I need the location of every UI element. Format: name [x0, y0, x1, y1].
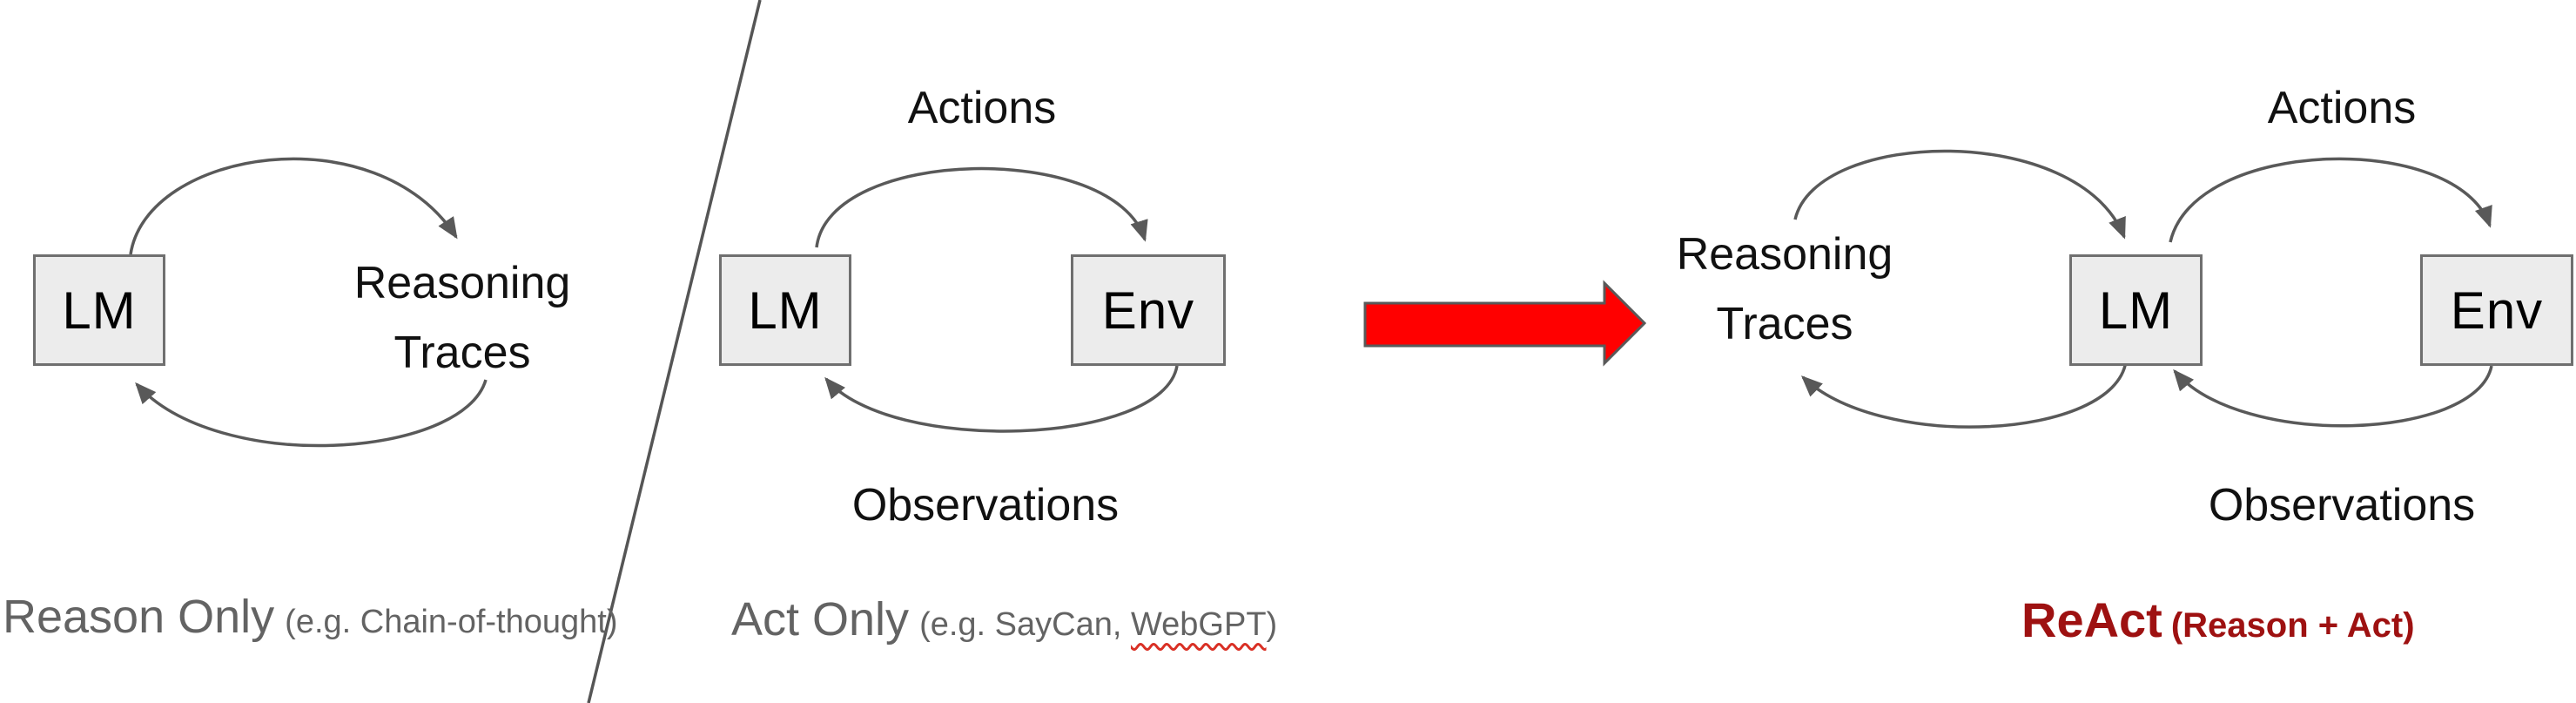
act-only-note-webgpt: WebGPT [1130, 606, 1267, 643]
react-cycle-label: Reasoning Traces [1677, 220, 1893, 359]
act-only-actions-label: Actions [907, 83, 1057, 133]
react-caption-note: (Reason + Act) [2170, 606, 2415, 645]
reason-only-bottom-arc [135, 379, 488, 448]
reason-only-top-arc [129, 157, 458, 255]
act-only-note-suffix: ) [1266, 606, 1278, 643]
reason-only-lm-box: LM [33, 254, 165, 366]
act-only-note-prefix: (e.g. SayCan, [919, 606, 1122, 643]
react-env-box: Env [2420, 254, 2573, 366]
act-only-observations-label: Observations [851, 480, 1120, 531]
act-only-caption-note: (e.g. SayCan, WebGPT) [919, 606, 1277, 643]
react-reasoning-top-arc [1793, 149, 2126, 240]
react-reasoning-label-line2: Traces [1716, 299, 1853, 349]
section-divider-line [587, 0, 762, 703]
react-observations-label: Observations [2208, 480, 2476, 531]
react-reasoning-bottom-arc [1800, 361, 2128, 429]
react-caption: ReAct(Reason + Act) [2021, 594, 2415, 652]
act-only-caption-main: Act Only [731, 593, 910, 646]
react-lm-box: LM [2069, 254, 2203, 366]
react-observations-arc [2173, 365, 2493, 428]
reason-only-caption-main: Reason Only [3, 591, 275, 643]
reason-only-caption-note: (e.g. Chain-of-thought) [285, 604, 618, 640]
react-reasoning-label-line1: Reasoning [1676, 229, 1893, 280]
react-actions-label: Actions [2267, 83, 2417, 133]
reasoning-label-line2: Traces [393, 328, 531, 378]
transform-arrow-icon [1363, 280, 1647, 367]
reason-only-cycle-label: Reasoning Traces [354, 248, 571, 388]
act-only-lm-box: LM [719, 254, 851, 366]
react-actions-arc [2169, 157, 2492, 243]
act-only-caption: Act Only(e.g. SayCan, WebGPT) [731, 593, 1277, 651]
reasoning-label-line1: Reasoning [353, 258, 571, 308]
act-only-actions-arc [815, 166, 1148, 248]
react-caption-main: ReAct [2021, 592, 2162, 647]
act-only-observations-arc [824, 365, 1179, 433]
act-only-env-box: Env [1071, 254, 1226, 366]
reason-only-caption: Reason Only (e.g. Chain-of-thought) [3, 591, 618, 648]
